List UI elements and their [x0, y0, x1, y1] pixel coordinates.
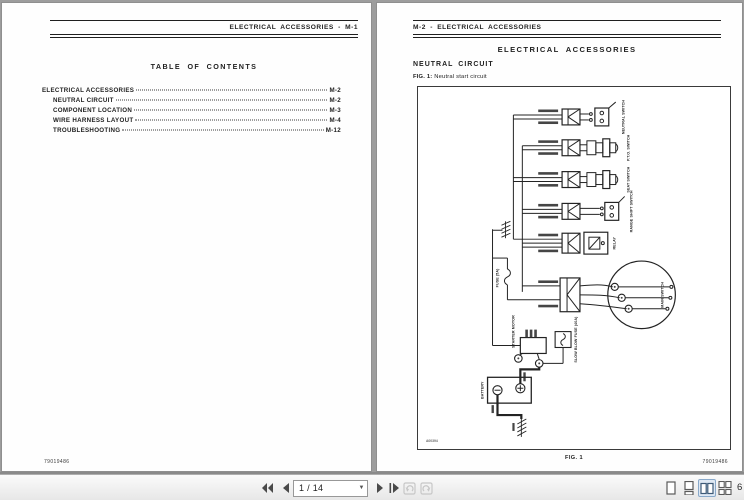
toc-entry-label: COMPONENT LOCATION — [53, 107, 133, 115]
toc-entry: NEUTRAL CIRCUIT M-2 — [42, 97, 341, 107]
header-rule — [413, 33, 721, 36]
pto-switch-label: P.T.O. SWITCH — [627, 134, 631, 161]
figure-label: FIG. 1 — [565, 454, 583, 461]
single-page-layout-button[interactable] — [662, 479, 680, 497]
toc-entry: ELECTRICAL ACCESSORIES M-2 — [42, 87, 341, 97]
fuse-label: FUSE (5A) — [495, 268, 499, 287]
chassis-ground-symbol — [501, 220, 511, 239]
toc-entry-label: TROUBLESHOOTING — [53, 127, 121, 135]
header-rule — [50, 36, 358, 38]
page-left: ELECTRICAL ACCESSORIES - M-1 TABLE OF CO… — [2, 3, 371, 471]
toc-entry-page: M-12 — [325, 127, 341, 135]
facing-continuous-layout-button[interactable] — [716, 479, 734, 497]
pto-switch-row — [522, 138, 619, 158]
continuous-page-icon — [684, 481, 694, 495]
single-page-icon — [666, 481, 676, 495]
toc-entry-label: WIRE HARNESS LAYOUT — [53, 117, 134, 125]
toc-title: TABLE OF CONTENTS — [150, 62, 258, 71]
first-page-button[interactable] — [258, 479, 276, 497]
left-running-header: ELECTRICAL ACCESSORIES - M-1 — [229, 23, 358, 31]
toc-entry-page: M-2 — [329, 97, 341, 105]
previous-page-button[interactable] — [277, 479, 295, 497]
seat-switch-label: SEAT SWITCH — [627, 166, 631, 192]
figure-caption-text: Neutral start circuit — [434, 73, 487, 80]
toc-entry: COMPONENT LOCATION M-3 — [42, 107, 341, 117]
fuse-symbol — [503, 258, 561, 301]
previous-view-button[interactable] — [400, 479, 418, 497]
toc-dot-leader — [136, 89, 328, 91]
right-running-header: M-2 - ELECTRICAL ACCESSORIES — [413, 23, 542, 31]
pdf-content-area: ELECTRICAL ACCESSORIES - M-1 TABLE OF CO… — [0, 3, 744, 474]
figure-caption: FIG. 1: Neutral start circuit — [413, 74, 487, 80]
page-right: M-2 - ELECTRICAL ACCESSORIES ELECTRICAL … — [377, 3, 742, 471]
neutral-start-circuit-diagram: FUSE (5A) NEUTRAL SWITCH — [426, 100, 676, 443]
figure-caption-prefix: FIG. 1: — [413, 73, 433, 80]
previous-view-icon — [402, 481, 416, 495]
neutral-switch-label: NEUTRAL SWITCH — [622, 100, 626, 134]
chapter-title: ELECTRICAL ACCESSORIES — [497, 45, 637, 54]
relay-label: RELAY — [613, 236, 617, 249]
page-number-combobox[interactable]: 1 / 14 ▼ — [293, 479, 368, 497]
right-document-number: 79019486 — [702, 459, 728, 465]
right-header-block: M-2 - ELECTRICAL ACCESSORIES — [413, 20, 721, 38]
facing-continuous-icon — [718, 481, 732, 495]
next-page-button[interactable] — [371, 479, 389, 497]
header-rule — [50, 20, 358, 21]
figure-frame: FUSE (5A) NEUTRAL SWITCH — [417, 86, 731, 450]
starter-motor-group — [514, 329, 572, 368]
last-page-icon — [389, 483, 399, 493]
toc-dot-leader — [122, 129, 324, 131]
continuous-layout-button[interactable] — [680, 479, 698, 497]
next-page-icon — [377, 483, 383, 493]
zoom-level-text: 6 — [737, 482, 743, 493]
starter-motor-label: STARTER MOTOR — [511, 315, 515, 348]
relay-row — [513, 231, 609, 255]
previous-page-icon — [283, 483, 289, 493]
toc-entry-page: M-4 — [329, 117, 341, 125]
left-header-block: ELECTRICAL ACCESSORIES - M-1 — [50, 20, 358, 38]
main-switch-group — [522, 260, 676, 330]
toc-entry: WIRE HARNESS LAYOUT M-4 — [42, 117, 341, 127]
first-page-icon — [262, 483, 273, 493]
facing-pages-icon — [700, 482, 714, 494]
header-rule — [413, 36, 721, 38]
battery-group — [486, 367, 541, 420]
battery-ground-symbol — [512, 418, 527, 437]
toc-entry-label: ELECTRICAL ACCESSORIES — [42, 87, 135, 94]
neutral-switch-row — [513, 101, 617, 127]
next-view-icon — [419, 481, 433, 495]
toc-entry-page: M-3 — [329, 107, 341, 115]
main-switch-label: MAIN SWITCH — [660, 282, 664, 308]
header-rule — [50, 33, 358, 36]
viewer-toolbar: 1 / 14 ▼ — [0, 474, 744, 500]
left-document-number: 79019486 — [44, 459, 70, 465]
battery-label: BATTERY — [481, 381, 485, 399]
toc-entry: TROUBLESHOOTING M-12 — [42, 127, 341, 137]
figure-art-code: A00394 — [426, 439, 438, 443]
section-heading: NEUTRAL CIRCUIT — [413, 61, 494, 68]
toc-dot-leader — [134, 109, 328, 111]
slow-blow-fuse-label: SLOW BLOW FUSE (40A) — [574, 316, 578, 363]
header-rule — [413, 20, 721, 21]
shift-switch-row — [522, 196, 626, 221]
page-indicator: 1 / 14 — [299, 483, 324, 493]
toc-entry-label: NEUTRAL CIRCUIT — [53, 97, 114, 105]
toc-entry-page: M-2 — [329, 87, 341, 94]
toc-dot-leader — [135, 119, 328, 121]
toc-dot-leader — [115, 99, 328, 101]
last-page-button[interactable] — [385, 479, 403, 497]
table-of-contents: ELECTRICAL ACCESSORIES M-2 NEUTRAL CIRCU… — [42, 87, 341, 137]
facing-pages-layout-button[interactable] — [698, 479, 716, 497]
shift-switch-label: RANGE SHIFT SWITCH — [630, 190, 634, 232]
dropdown-arrow-icon[interactable]: ▼ — [358, 485, 365, 491]
seat-switch-row — [513, 170, 619, 190]
next-view-button[interactable] — [417, 479, 435, 497]
